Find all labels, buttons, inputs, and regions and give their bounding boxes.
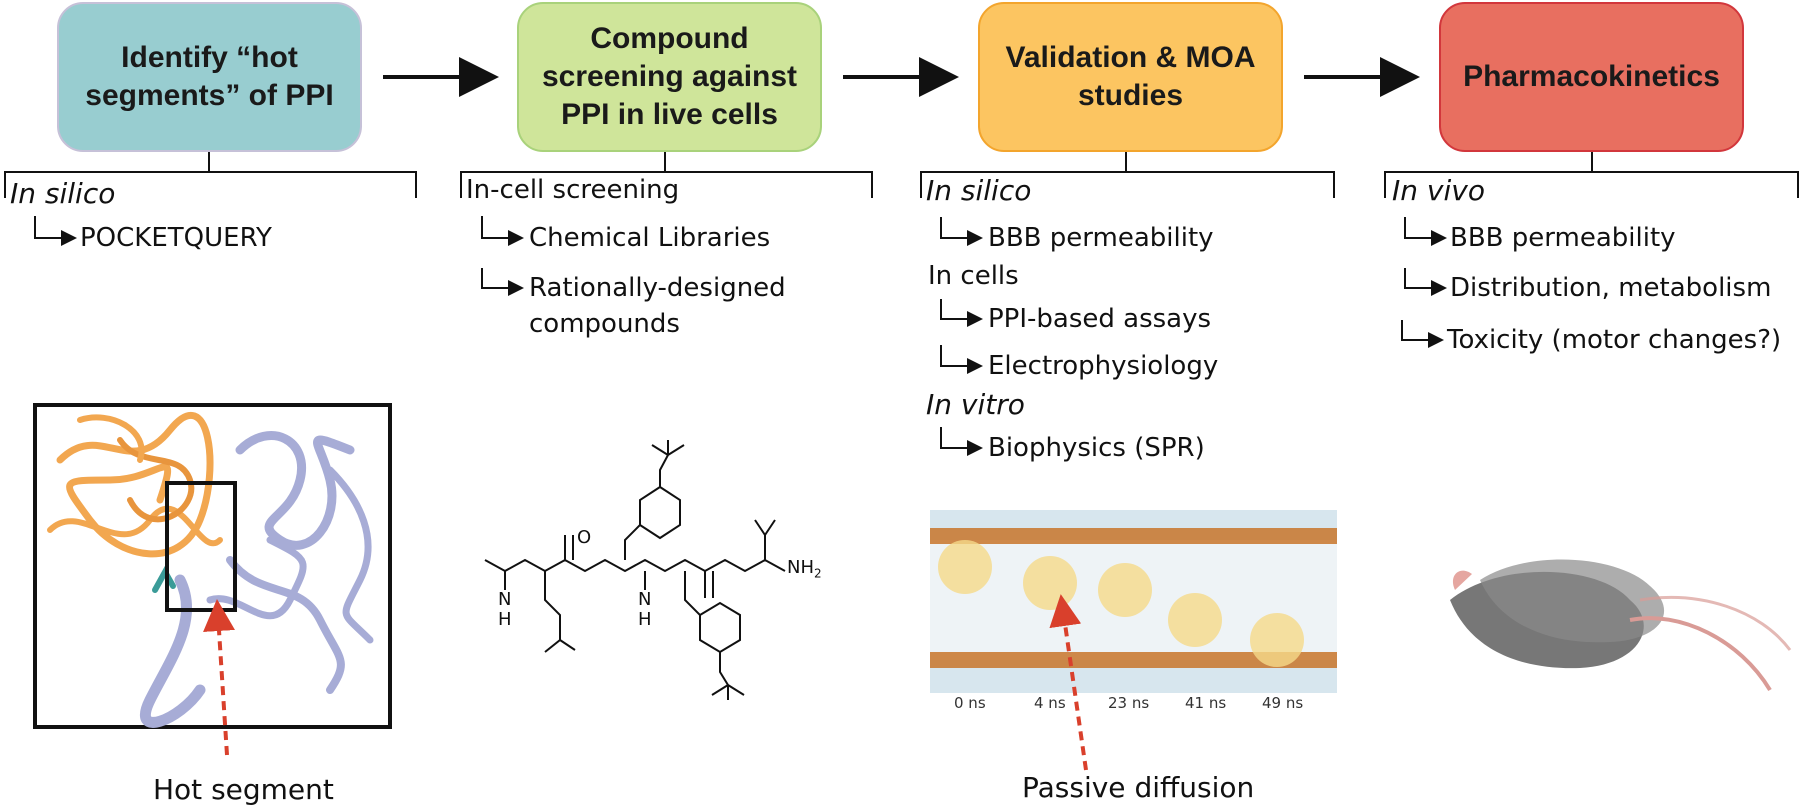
list-item-bbb-permeability: BBB permeability xyxy=(988,223,1214,253)
list-item-biophysics: Biophysics (SPR) xyxy=(988,433,1205,463)
bracket-3 xyxy=(920,152,1335,198)
stage-box-screening: Compound screening against PPI in live c… xyxy=(517,2,822,152)
stage-title: Validation & MOA studies xyxy=(1005,41,1256,112)
membrane-simulation-image xyxy=(930,510,1337,771)
col2-header: In-cell screening xyxy=(466,175,680,205)
list-item-compounds: compounds xyxy=(529,309,680,339)
connector-ephys xyxy=(940,345,983,374)
atom-label-nh-2: N H xyxy=(638,589,652,630)
caption-passive-diffusion: Passive diffusion xyxy=(1022,771,1255,804)
stage-box-validation: Validation & MOA studies xyxy=(978,2,1283,152)
timeline-label: 23 ns xyxy=(1108,694,1150,712)
connector-pocketquery xyxy=(34,216,77,246)
atom-label-nh2: NH2 xyxy=(787,557,822,581)
chemical-structure-image xyxy=(484,440,786,700)
mice-image xyxy=(1450,559,1792,692)
timeline-label: 0 ns xyxy=(954,694,986,712)
timeline-label: 41 ns xyxy=(1185,694,1227,712)
col4-header: In vivo xyxy=(1392,174,1485,207)
list-item-pocketquery: POCKETQUERY xyxy=(80,223,272,253)
list-item-distribution: Distribution, metabolism xyxy=(1450,273,1772,303)
col1-header: In silico xyxy=(10,177,116,210)
connector-spr xyxy=(940,427,983,456)
connector-bbb-2 xyxy=(1404,217,1447,246)
connector-tox xyxy=(1401,320,1444,348)
list-item-chemical-libraries: Chemical Libraries xyxy=(529,223,771,253)
atom-label-nh: N H xyxy=(498,589,512,630)
bracket-1 xyxy=(4,152,417,198)
col3-header-in-cells: In cells xyxy=(928,261,1019,291)
connector-chem-lib xyxy=(481,216,524,246)
stage-title: Pharmacokinetics xyxy=(1463,60,1720,93)
list-item-bbb-permeability-vivo: BBB permeability xyxy=(1450,223,1676,253)
bracket-4 xyxy=(1384,152,1799,198)
bracket-2 xyxy=(460,152,873,198)
stage-box-pharmacokinetics: Pharmacokinetics xyxy=(1439,2,1744,152)
col3-header-in-silico: In silico xyxy=(926,174,1032,207)
timeline-label: 49 ns xyxy=(1262,694,1304,712)
stage-title: Identify “hot segments” of PPI xyxy=(85,41,334,112)
list-item-electrophysiology: Electrophysiology xyxy=(988,351,1219,381)
list-item-ppi-assays: PPI-based assays xyxy=(988,304,1212,334)
connector-ppi xyxy=(940,299,983,327)
connector-dist xyxy=(1404,268,1447,296)
protein-structure-image xyxy=(33,403,392,756)
timeline-label: 4 ns xyxy=(1034,694,1066,712)
list-item-rational: Rationally-designed xyxy=(529,273,786,303)
connector-rational xyxy=(481,268,524,296)
list-item-toxicity: Toxicity (motor changes?) xyxy=(1447,325,1782,355)
stage-box-identify: Identify “hot segments” of PPI xyxy=(57,2,362,152)
atom-label-o: O xyxy=(577,527,592,548)
stage-title: Compound screening against PPI in live c… xyxy=(541,22,798,131)
connector-bbb-1 xyxy=(940,217,983,246)
caption-hot-segment: Hot segment xyxy=(153,773,334,806)
col3-header-in-vitro: In vitro xyxy=(926,388,1025,421)
